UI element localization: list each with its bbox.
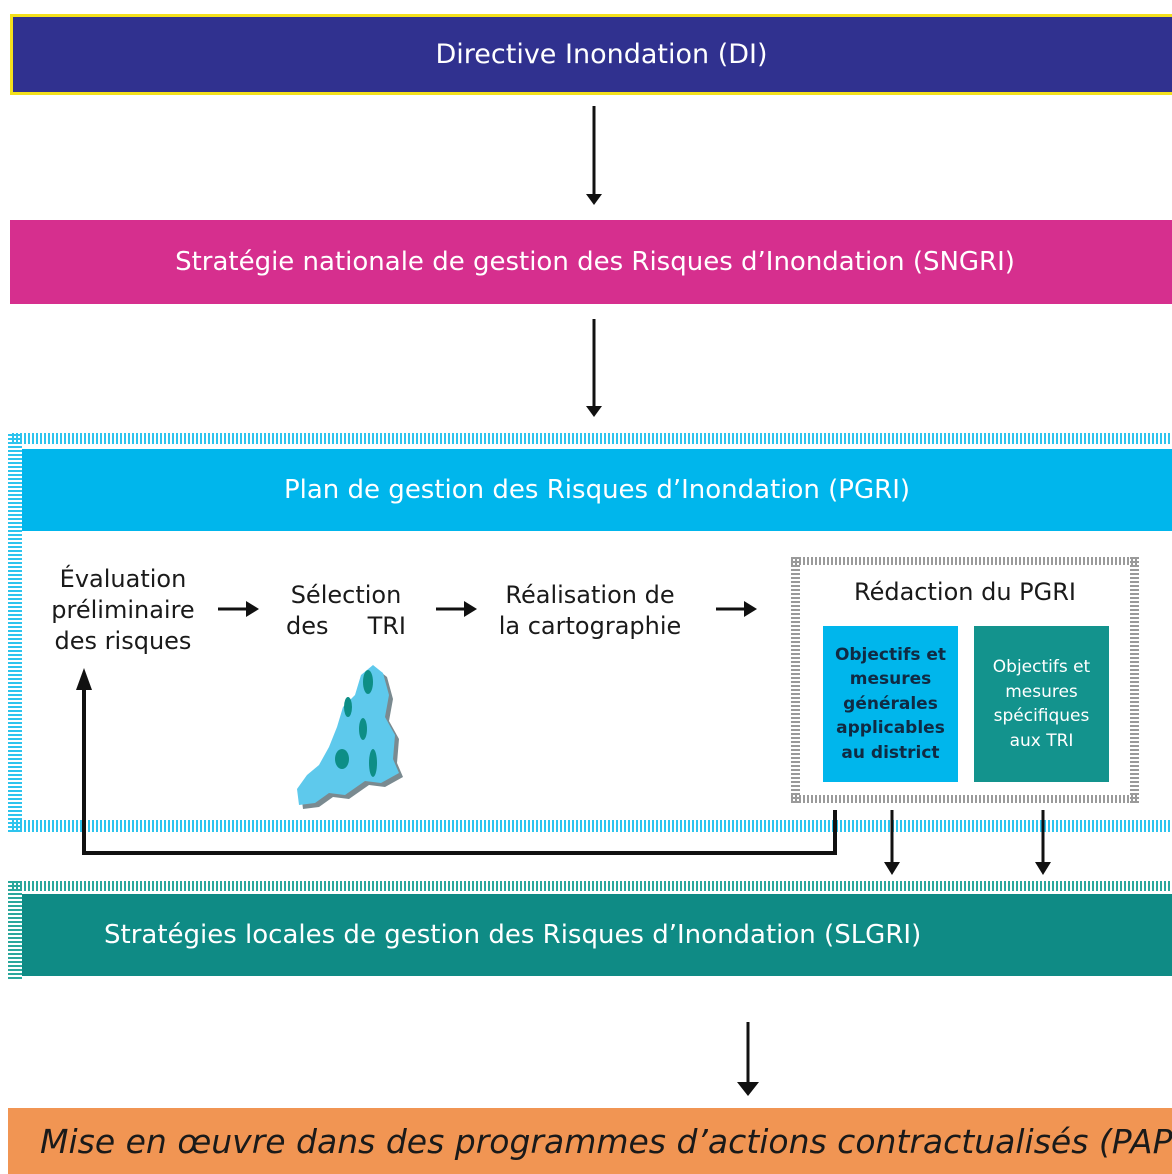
pgri-frame-left: [8, 433, 22, 832]
redaction-title: Rédaction du PGRI: [854, 578, 1076, 606]
box-objectifs-generaux-line2: mesures: [849, 669, 932, 690]
box-objectifs-specifiques-line3: spécifiques: [993, 706, 1090, 726]
papi-label: Mise en œuvre dans des programmes d’acti…: [40, 1121, 1172, 1161]
arrowhead: [586, 406, 602, 417]
box-objectifs-specifiques: Objectifs et mesures spécifiques aux TRI: [974, 626, 1109, 782]
sngri-label: Stratégie nationale de gestion des Risqu…: [175, 247, 1015, 277]
arrowhead: [737, 1082, 759, 1096]
step-cartographie: Réalisation de la cartographie: [490, 580, 690, 642]
box-objectifs-generaux-line5: au district: [841, 742, 940, 763]
step-selection-line1: Sélection: [290, 581, 402, 609]
arrowhead: [246, 601, 259, 617]
box-objectifs-generaux: Objectifs et mesures générales applicabl…: [823, 626, 958, 782]
slgri-band: Stratégies locales de gestion des Risque…: [22, 894, 1172, 976]
redaction-frame-bottom: [791, 795, 1139, 803]
box-objectifs-specifiques-line1: Objectifs et: [992, 657, 1091, 677]
tri-marker: [335, 749, 349, 769]
box-objectifs-specifiques-line4: aux TRI: [1009, 730, 1074, 751]
papi-band: Mise en œuvre dans des programmes d’acti…: [8, 1108, 1172, 1174]
tri-marker: [359, 718, 367, 740]
arrowhead: [884, 862, 900, 875]
pgri-frame-bottom: [12, 820, 1172, 832]
box-objectifs-generaux-line4: applicables: [836, 718, 945, 739]
arrowhead: [464, 601, 477, 617]
tri-marker: [344, 697, 352, 717]
arrowhead: [586, 194, 602, 205]
tri-marker: [363, 670, 373, 694]
step-selection-line2b: TRI: [367, 612, 406, 640]
redaction-frame-left: [791, 557, 800, 803]
arrowhead: [744, 601, 757, 617]
step-selection-line2a: des: [286, 612, 329, 640]
step-evaluation-line1: Évaluation: [59, 565, 187, 593]
step-evaluation-line3: des risques: [54, 627, 192, 655]
step-evaluation: Évaluation préliminaire des risques: [30, 564, 216, 657]
box-objectifs-generaux-line1: Objectifs et: [834, 644, 947, 665]
slgri-frame-top: [12, 881, 1172, 891]
feedback-loop-arrow: [82, 688, 837, 855]
tri-marker: [369, 749, 377, 777]
pgri-label: Plan de gestion des Risques d’Inondation…: [283, 475, 911, 505]
slgri-frame-left: [8, 881, 22, 979]
box-objectifs-specifiques-line2: mesures: [1005, 681, 1078, 702]
pgri-band: Plan de gestion des Risques d’Inondation…: [22, 449, 1172, 531]
box-objectifs-generaux-line3: générales: [843, 693, 938, 714]
redaction-frame-top: [791, 557, 1139, 565]
arrowhead: [1035, 862, 1051, 875]
di-label: Directive Inondation (DI): [435, 39, 768, 70]
step-cartographie-line2: la cartographie: [498, 612, 682, 640]
step-cartographie-line1: Réalisation de: [505, 581, 675, 609]
arrowhead: [76, 668, 92, 690]
di-band: Directive Inondation (DI): [10, 14, 1172, 95]
slgri-label: Stratégies locales de gestion des Risque…: [104, 920, 922, 950]
pgri-frame-top: [12, 433, 1172, 444]
district-map-icon: [297, 665, 403, 809]
sngri-band: Stratégie nationale de gestion des Risqu…: [10, 220, 1172, 304]
redaction-frame-right: [1130, 557, 1139, 803]
step-selection: Sélection des TRI: [278, 580, 414, 642]
step-evaluation-line2: préliminaire: [51, 596, 195, 624]
